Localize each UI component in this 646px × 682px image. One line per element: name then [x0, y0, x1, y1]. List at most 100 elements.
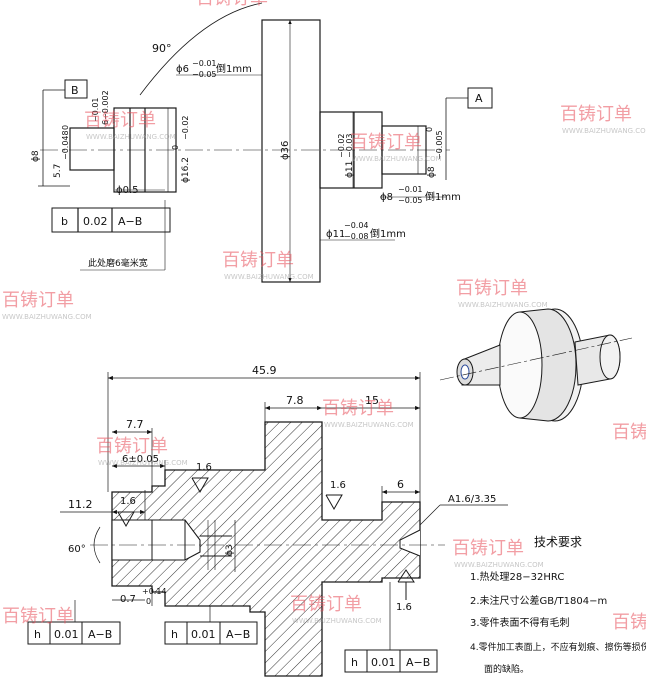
- fcf2-symbol: h: [171, 628, 178, 641]
- dim-11-2: 11.2: [68, 498, 93, 511]
- svg-text:百铸订单: 百铸订单: [2, 606, 74, 627]
- top-view: [38, 2, 493, 283]
- tech-req-item-5: 面的缺陷。: [484, 663, 529, 675]
- rough-1-6-d: 1.6: [396, 602, 412, 613]
- dim-d11b-upper: −0.04: [344, 221, 369, 230]
- dim-d8-left: ϕ8: [31, 150, 41, 162]
- svg-text:WWW.BAIZHUWANG.COM: WWW.BAIZHUWANG.COM: [224, 273, 314, 281]
- dim-d6-upper: −0.01: [192, 59, 217, 68]
- dim-0-7-lower: 0: [146, 597, 151, 606]
- dim-d11-tol2: −0.03: [345, 133, 354, 158]
- svg-text:WWW.BAIZHUWANG.COM: WWW.BAIZHUWANG.COM: [458, 301, 548, 309]
- angle-60: 60°: [68, 544, 86, 555]
- svg-text:百铸订单: 百铸订单: [84, 110, 156, 131]
- watermark: 百铸订单 WWW.BAIZHUWANG.COM: [560, 104, 646, 135]
- dim-d8b-upper: −0.01: [398, 185, 423, 194]
- dim-d8-right-tol2: 0: [425, 127, 434, 132]
- svg-text:百铸订单: 百铸订单: [96, 436, 168, 457]
- svg-text:WWW.BAIZHUWANG.COM: WWW.BAIZHUWANG.COM: [352, 155, 442, 163]
- dim-d16-2-zero: 0: [171, 145, 180, 150]
- datum-b-label: B: [71, 84, 79, 97]
- svg-text:百铸订单: 百铸订单: [456, 278, 528, 299]
- svg-text:WWW.BAIZHUWANG.COM: WWW.BAIZHUWANG.COM: [98, 459, 188, 467]
- section-hatch-body: [111, 421, 421, 677]
- watermark: 百铸订单 WWW.BAIZHUWANG.COM: [290, 594, 382, 625]
- dim-d3: ϕ3: [225, 544, 235, 556]
- dim-d8b-lower: −0.05: [398, 196, 423, 205]
- tech-req-title: 技术要求: [534, 535, 582, 549]
- fcf2-value: 0.01: [191, 628, 216, 641]
- tech-req-item-2: 2.未注尺寸公差GB/T1804−m: [470, 594, 607, 607]
- svg-text:百铸订单: 百铸订单: [196, 0, 268, 9]
- svg-text:WWW.BAIZHUWANG.COM: WWW.BAIZHUWANG.COM: [292, 617, 382, 625]
- fcf-b-datum: A−B: [118, 215, 142, 228]
- svg-text:百铸订单: 百铸订单: [322, 398, 394, 419]
- section-view: [27, 372, 508, 677]
- fcf1-value: 0.01: [54, 628, 79, 641]
- top-view-labels: 90° ϕ6 −0.01 −0.05 倒1mm B A ϕ8 6−0.002 −…: [31, 42, 483, 269]
- tech-req-item-3: 3.零件表面不得有毛刺: [470, 616, 570, 629]
- tech-req-item-4: 4.零件加工表面上，不应有划痕、擦伤等损伤零件表: [470, 641, 646, 653]
- watermark: 百铸订单: [2, 606, 74, 627]
- svg-text:百铸订单: 百铸订单: [222, 250, 294, 271]
- dim-d6-chamfer: 倒1mm: [216, 63, 252, 75]
- dim-d11-tol: −0.02: [337, 133, 346, 158]
- fcf-b-symbol: b: [61, 215, 68, 228]
- watermark: 百铸订单 WWW.BAIZHUWANG.COM: [2, 290, 92, 321]
- dim-d11: ϕ11: [345, 161, 355, 178]
- datum-a-label: A: [475, 92, 483, 105]
- dim-d11b-lower: −0.08: [344, 232, 369, 241]
- dim-5-7: 5.7: [53, 164, 63, 178]
- dim-5-7-zero: 0: [61, 125, 70, 130]
- fcf-b-value: 0.02: [83, 215, 108, 228]
- grind-note: 此处磨6毫米宽: [88, 257, 148, 269]
- rough-1-6-c: 1.6: [330, 480, 346, 491]
- dim-5-7-tol: −0.048: [61, 130, 70, 160]
- watermark: 百铸订单 WWW.BAIZHUWANG.COM: [456, 278, 548, 309]
- watermark: 百铸订单 WWW.BAIZHUWANG.COM: [96, 436, 188, 467]
- dim-vertical-tol: 6−0.002: [101, 90, 110, 125]
- dim-6-tol: 6±0.05: [122, 454, 159, 465]
- svg-text:WWW.BAIZHUWANG.COM: WWW.BAIZHUWANG.COM: [324, 421, 414, 429]
- watermarks: 百铸订单 百铸订单 WWW.BAIZHUWANG.COM 百铸订单 WWW.BA…: [2, 0, 646, 633]
- svg-text:百铸订单: 百铸订单: [290, 594, 362, 615]
- angle-90: 90°: [152, 42, 172, 55]
- dim-d11b-chamfer: 倒1mm: [370, 228, 406, 240]
- dim-6-right: 6: [397, 478, 404, 491]
- watermark: 百铸订单 WWW.BAIZHUWANG.COM: [222, 250, 314, 281]
- dim-d8-right: ϕ8: [427, 166, 437, 178]
- svg-text:WWW.BAIZHUWANG.COM: WWW.BAIZHUWANG.COM: [454, 561, 544, 569]
- dim-7-7: 7.7: [126, 418, 144, 431]
- dim-d36: ϕ36: [280, 141, 291, 160]
- svg-text:百铸订单: 百铸订单: [612, 612, 646, 633]
- svg-text:WWW.BAIZHUWANG.COM: WWW.BAIZHUWANG.COM: [86, 133, 176, 141]
- svg-text:百铸订单: 百铸订单: [612, 422, 646, 443]
- svg-text:百铸订单: 百铸订单: [350, 132, 422, 153]
- dim-d0-5: ϕ0.5: [116, 185, 139, 196]
- dim-d6: ϕ6: [176, 64, 189, 75]
- fcf1-datum: A−B: [88, 628, 112, 641]
- dim-d6-lower: −0.05: [192, 70, 217, 79]
- rough-1-6-b: 1.6: [120, 496, 136, 507]
- tech-requirements: 技术要求 1.热处理28−32HRC 2.未注尺寸公差GB/T1804−m 3.…: [470, 535, 646, 675]
- fcf2-datum: A−B: [226, 628, 250, 641]
- dim-d11b: ϕ11: [326, 229, 345, 240]
- dim-d16-2-tol: −0.02: [181, 115, 190, 140]
- dim-vertical-tol2: −0.01: [91, 97, 100, 122]
- fcf3-value: 0.01: [371, 656, 396, 669]
- svg-text:百铸订单: 百铸订单: [2, 290, 74, 311]
- collar-d36: [261, 19, 321, 283]
- fcf1-symbol: h: [34, 628, 41, 641]
- watermark: 百铸订单 WWW.BAIZHUWANG.COM: [84, 110, 176, 141]
- dim-15: 15: [365, 394, 379, 407]
- fcf3-datum: A−B: [406, 656, 430, 669]
- watermark: 百铸订单 WWW.BAIZHUWANG.COM: [452, 538, 544, 569]
- watermark: 百铸订单: [196, 0, 268, 9]
- section-labels: 45.9 7.8 15 7.7 6±0.05 1.6 1.6 1.6 1.6 1…: [34, 364, 496, 669]
- svg-text:WWW.BAIZHUWANG.COM: WWW.BAIZHUWANG.COM: [2, 313, 92, 321]
- dim-0-7: 0.7: [120, 594, 136, 605]
- watermark: 百铸订单: [612, 612, 646, 633]
- watermark: 百铸订单: [612, 422, 646, 443]
- dim-45-9: 45.9: [252, 364, 277, 377]
